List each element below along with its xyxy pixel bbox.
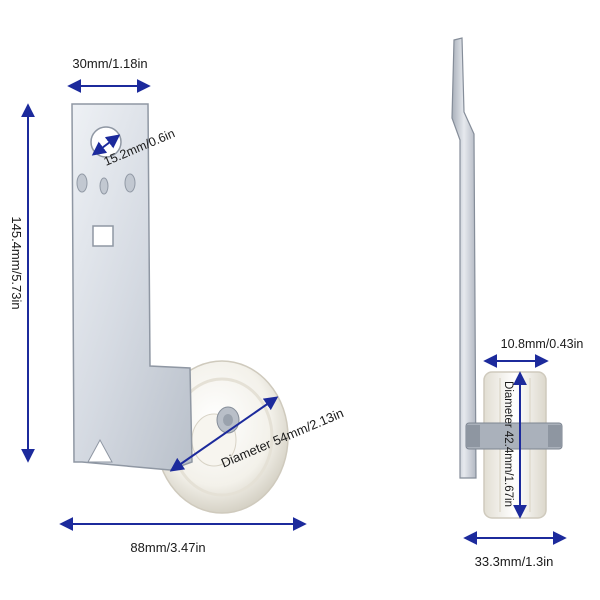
arrow-pulley-diameter [169,396,279,472]
label-pulley-width: 10.8mm/0.43in [501,337,584,351]
square-hole [92,225,114,247]
label-side-width: 33.3mm/1.3in [475,554,554,569]
label-top-width: 30mm/1.18in [72,56,147,71]
label-total-width: 88mm/3.47in [130,540,205,555]
bracket-plate [71,103,193,471]
label-total-height: 145.4mm/5.73in [9,216,24,309]
side-bracket-strip [451,37,477,479]
dimension-arrows [21,79,567,545]
label-pulley-diameter-side: Diameter 42.4mm/1.67in [502,381,514,507]
arrow-hole [91,134,121,156]
